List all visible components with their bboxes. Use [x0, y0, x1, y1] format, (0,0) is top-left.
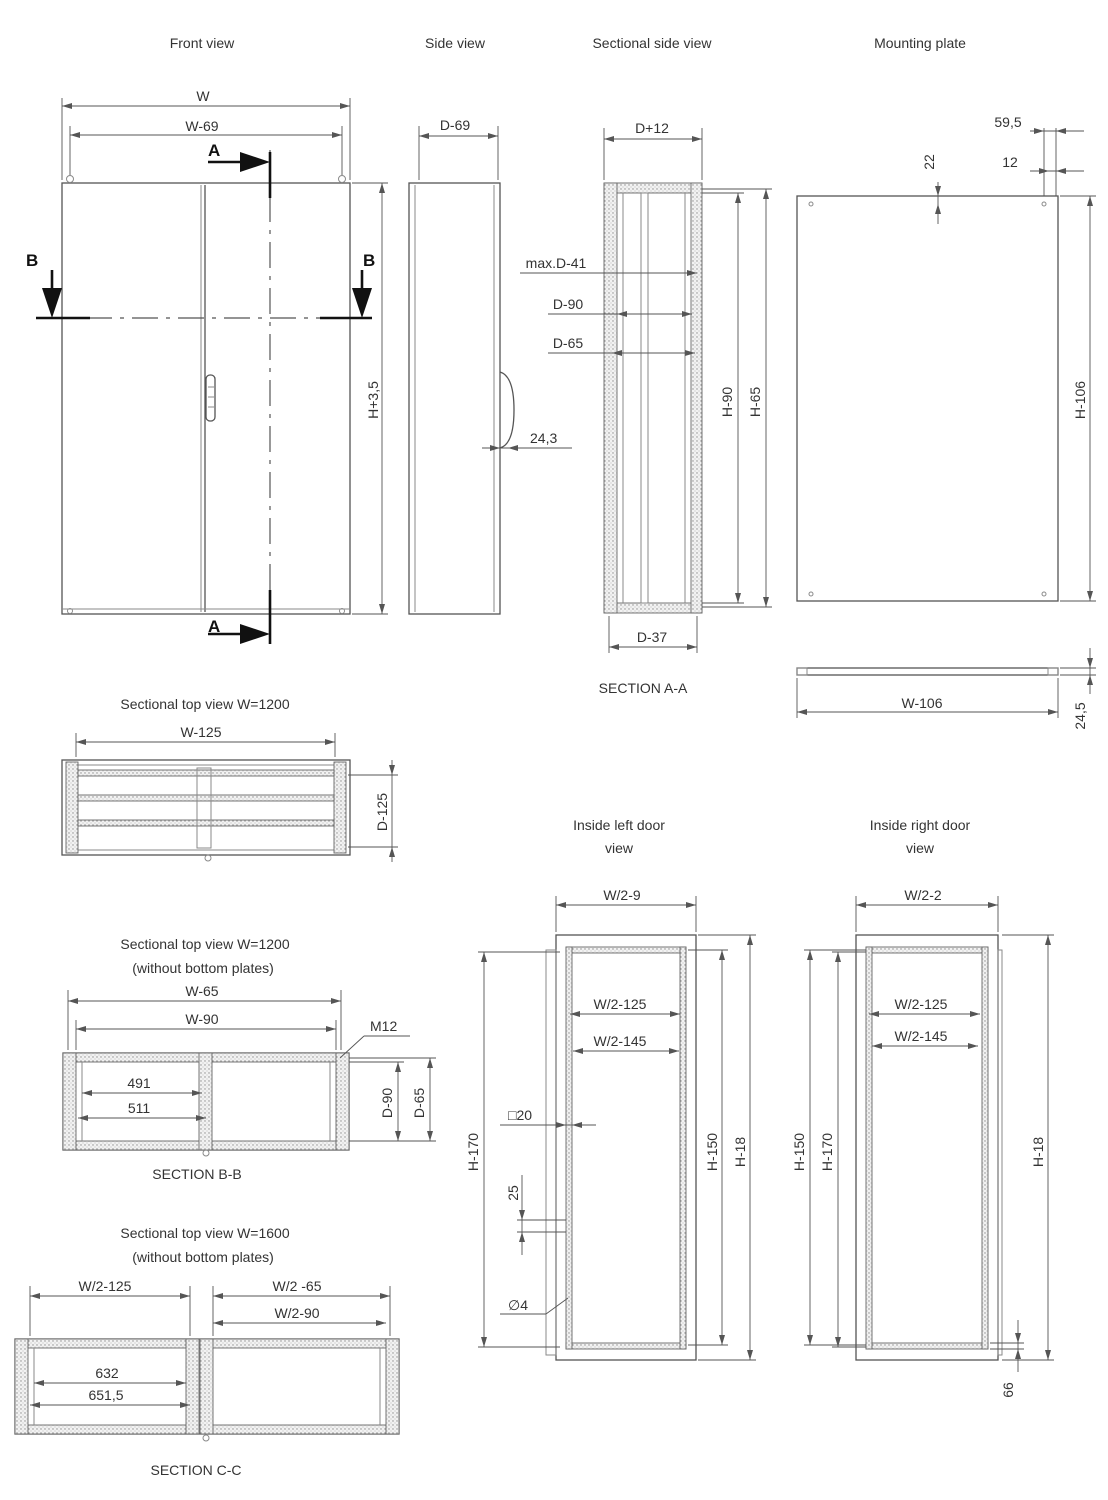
title-front-view: Front view — [170, 35, 235, 51]
label-ldoor-dia4: ∅4 — [508, 1297, 528, 1313]
section-bb-drawing: W-65 W-90 M12 491 511 D-90 D-65 — [62, 983, 436, 1157]
title-inside-right-door-1: Inside right door — [870, 817, 971, 833]
dim-top1200-d125: D-125 — [374, 793, 390, 831]
dim-ldoor-w2-9: W/2-9 — [603, 887, 641, 903]
dim-top1200-w125: W-125 — [181, 724, 222, 740]
dim-cc-632: 632 — [95, 1365, 119, 1381]
dim-rdoor-h150: H-150 — [791, 1133, 807, 1171]
sectional-top-1200-drawing: W-125 D-125 — [61, 724, 398, 862]
dim-rdoor-w2-125: W/2-125 — [895, 996, 948, 1012]
dim-cc-w2-125: W/2-125 — [79, 1278, 132, 1294]
title-mounting-plate: Mounting plate — [874, 35, 966, 51]
dim-section-h90: H-90 — [719, 387, 735, 418]
sectional-side-view-drawing: D+12 max.D-41 D-90 D-65 H-90 H-65 D-37 — [520, 120, 772, 653]
dim-section-d37: D-37 — [637, 629, 668, 645]
dim-cc-w2-65: W/2 -65 — [272, 1278, 321, 1294]
label-section-bb: SECTION B-B — [152, 1166, 241, 1182]
dim-side-d69: D-69 — [440, 117, 471, 133]
dim-rdoor-h18: H-18 — [1030, 1137, 1046, 1168]
title-inside-right-door-2: view — [906, 840, 935, 856]
dim-rdoor-w2-2: W/2-2 — [904, 887, 942, 903]
front-view-drawing: A A B B W W-69 H+3,5 — [26, 88, 388, 644]
dim-ldoor-25: 25 — [505, 1185, 521, 1201]
title-inside-left-door-1: Inside left door — [573, 817, 665, 833]
dim-ldoor-h150: H-150 — [704, 1133, 720, 1171]
dim-ldoor-w2-125: W/2-125 — [594, 996, 647, 1012]
dim-ldoor-w2-145: W/2-145 — [594, 1033, 647, 1049]
title-sectional-top-1600-1: Sectional top view W=1600 — [120, 1225, 289, 1241]
dim-section-maxd41: max.D-41 — [526, 255, 587, 271]
label-ldoor-sq20: □20 — [508, 1107, 532, 1123]
marker-b-left: B — [26, 251, 38, 270]
dim-front-w69: W-69 — [185, 118, 218, 134]
title-inside-left-door-2: view — [605, 840, 634, 856]
dim-section-d65: D-65 — [553, 335, 584, 351]
section-cc-drawing: W/2-125 W/2 -65 W/2-90 632 651,5 — [14, 1278, 400, 1442]
dim-cc-w2-90: W/2-90 — [274, 1305, 319, 1321]
dim-front-w: W — [196, 88, 210, 104]
dim-plate-h106: H-106 — [1072, 381, 1088, 419]
dim-plate-595: 59,5 — [994, 114, 1021, 130]
marker-b-right: B — [363, 251, 375, 270]
dim-ldoor-h18: H-18 — [732, 1137, 748, 1168]
marker-a-bottom: A — [208, 617, 220, 636]
dim-cc-6515: 651,5 — [88, 1387, 123, 1403]
dim-rdoor-w2-145: W/2-145 — [895, 1028, 948, 1044]
label-section-cc: SECTION C-C — [151, 1462, 242, 1478]
label-section-aa: SECTION A-A — [599, 680, 688, 696]
dim-front-h35: H+3,5 — [365, 381, 381, 419]
dim-rdoor-66: 66 — [1000, 1382, 1016, 1398]
dim-bb-491: 491 — [127, 1075, 151, 1091]
dim-plate-12: 12 — [1002, 154, 1018, 170]
dim-section-d12: D+12 — [635, 120, 669, 136]
title-sectional-top-1600-2: (without bottom plates) — [132, 1249, 274, 1265]
dim-bb-w65: W-65 — [185, 983, 218, 999]
side-view-drawing: D-69 24,3 — [408, 117, 572, 615]
dim-bb-511: 511 — [128, 1100, 151, 1116]
label-bb-m12: M12 — [370, 1018, 397, 1034]
title-sectional-top-1200-nb-2: (without bottom plates) — [132, 960, 274, 976]
marker-a-top: A — [208, 141, 220, 160]
mounting-plate-drawing: 22 59,5 12 H-106 24,5 W-106 — [796, 114, 1096, 730]
title-side-view: Side view — [425, 35, 486, 51]
dim-rdoor-h170: H-170 — [819, 1133, 835, 1171]
dim-bb-d65: D-65 — [411, 1088, 427, 1119]
dim-plate-22: 22 — [921, 154, 937, 170]
dim-side-243: 24,3 — [530, 430, 557, 446]
title-sectional-side-view: Sectional side view — [592, 35, 712, 51]
inside-left-door-drawing: W/2-9 W/2-125 W/2-145 □20 25 ∅4 H-170 H-… — [465, 887, 756, 1361]
title-sectional-top-1200-nb-1: Sectional top view W=1200 — [120, 936, 289, 952]
dim-section-d90: D-90 — [553, 296, 584, 312]
dim-section-h65: H-65 — [747, 387, 763, 418]
view-titles: Front view Side view Sectional side view… — [120, 35, 970, 1478]
title-sectional-top-1200: Sectional top view W=1200 — [120, 696, 289, 712]
inside-right-door-drawing: W/2-2 W/2-125 W/2-145 H-150 H-170 H-18 6… — [791, 887, 1054, 1398]
dim-bb-d90: D-90 — [379, 1088, 395, 1119]
dim-bb-w90: W-90 — [185, 1011, 218, 1027]
dim-plate-245: 24,5 — [1072, 702, 1088, 729]
dim-ldoor-h170: H-170 — [465, 1133, 481, 1171]
dim-plate-w106: W-106 — [902, 695, 943, 711]
